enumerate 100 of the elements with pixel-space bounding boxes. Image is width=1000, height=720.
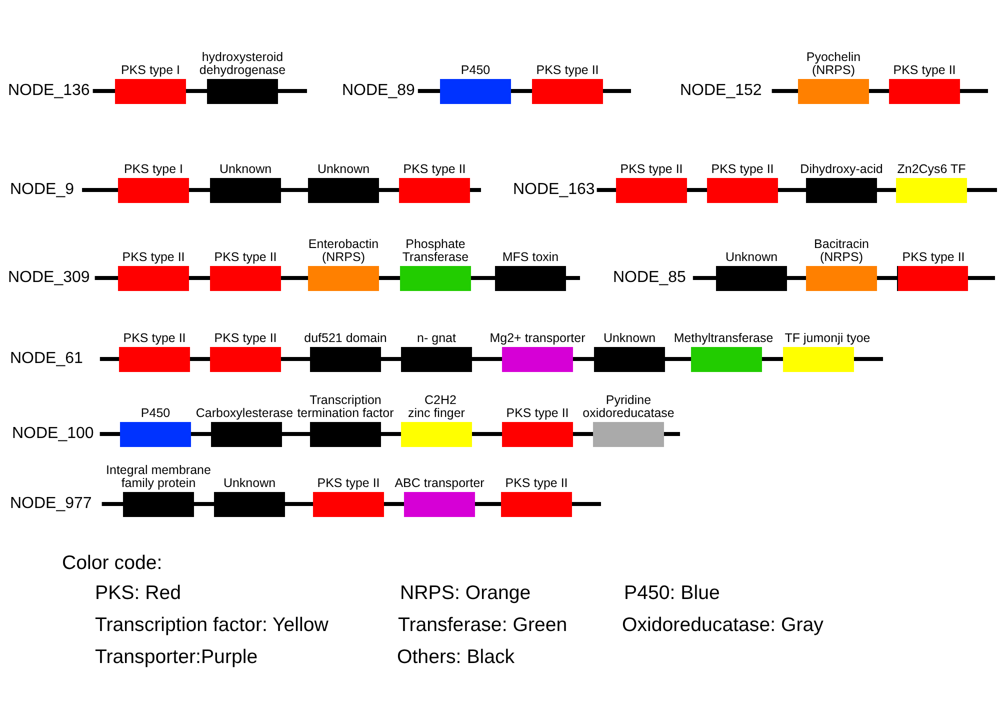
gene-label: Bacitracin (NRPS) — [813, 238, 870, 264]
contig-label: NODE_309 — [8, 269, 95, 287]
backbone-line — [186, 89, 207, 93]
legend-entry: PKS: Red — [95, 582, 182, 604]
gene-label: P450 — [460, 64, 490, 76]
gene-label: Carboxylesterase — [196, 406, 294, 420]
legend-entry: Transporter:Purple — [95, 646, 258, 668]
gene-label: PKS type II — [122, 250, 185, 264]
backbone-line — [877, 276, 897, 280]
gene-label: PKS type II — [317, 476, 380, 490]
gene-label: Unknown — [219, 162, 272, 176]
gene-label: hydroxysteroid dehydrogenase — [198, 50, 287, 76]
backbone-line — [869, 89, 889, 93]
gene-label: Transcription termination factor — [296, 394, 395, 420]
contig-label: NODE_100 — [12, 425, 100, 443]
backbone-line — [381, 357, 401, 361]
backbone-line — [665, 357, 691, 361]
backbone-line — [100, 357, 119, 361]
backbone-line — [967, 188, 997, 192]
backbone-line — [281, 357, 310, 361]
gene-label: Zn2Cys6 TF — [897, 162, 966, 176]
backbone-line — [762, 357, 783, 361]
gene-label: PKS type II — [506, 406, 569, 420]
gene-label: Mg2+ transporter — [490, 332, 586, 344]
gene-label: C2H2 zinc finger — [407, 394, 466, 420]
gene-label: PKS type II — [123, 332, 186, 344]
contig-label: NODE_85 — [613, 269, 693, 287]
backbone-line — [960, 89, 988, 93]
gene-label: Unknown — [603, 332, 656, 344]
gene-label: P450 — [140, 406, 170, 420]
gene-label: Pyridine oxidoreducatase — [582, 394, 676, 420]
gene-label: PKS type II — [214, 250, 277, 264]
backbone-line — [472, 432, 502, 436]
backbone-line — [379, 276, 400, 280]
gene-label: PKS type II — [403, 162, 466, 176]
legend-entry: Others: Black — [397, 646, 515, 668]
backbone-line — [566, 276, 580, 280]
backbone-line — [470, 188, 481, 192]
contig-label: NODE_136 — [8, 82, 93, 100]
gene-label: PKS type II — [902, 250, 965, 264]
backbone-line — [854, 357, 883, 361]
gene-label: ABC transporter — [394, 476, 484, 490]
backbone-line — [189, 188, 210, 192]
legend-entry: Transferase: Green — [398, 614, 568, 636]
backbone-line — [190, 357, 210, 361]
legend-entry: Transcription factor: Yellow — [95, 614, 328, 636]
gene-label: Enterobactin (NRPS) — [307, 238, 380, 264]
backbone-line — [692, 276, 716, 280]
backbone-line — [877, 188, 896, 192]
contig-label: NODE_977 — [10, 495, 102, 513]
backbone-line — [282, 432, 310, 436]
gene-label: Methyltransferase — [674, 332, 774, 344]
contig-label: NODE_61 — [10, 350, 100, 368]
contig-label: NODE_9 — [10, 181, 82, 199]
backbone-line — [191, 432, 211, 436]
contig-label: NODE_163 — [513, 181, 597, 199]
gene-label: Integral membrane family protein — [105, 464, 212, 490]
backbone-line — [194, 502, 214, 506]
backbone-line — [102, 502, 123, 506]
backbone-line — [664, 432, 680, 436]
backbone-line — [94, 276, 118, 280]
gene-label: Unknown — [223, 476, 276, 490]
gene-label: Pyochelin (NRPS) — [805, 50, 862, 76]
backbone-line — [281, 276, 308, 280]
gene-label: PKS type II — [620, 162, 683, 176]
gene-label: TF jumonji tyoe — [784, 332, 870, 344]
legend-entry: Oxidoreducatase: Gray — [622, 614, 824, 636]
backbone-line — [772, 89, 798, 93]
legend-heading: Color code: — [62, 552, 162, 574]
backbone-line — [472, 357, 502, 361]
backbone-line — [189, 276, 210, 280]
backbone-line — [511, 89, 532, 93]
contig-label: NODE_152 — [680, 82, 772, 100]
backbone-line — [573, 357, 594, 361]
backbone-line — [82, 188, 118, 192]
legend-entry: NRPS: Orange — [400, 582, 531, 604]
backbone-line — [475, 502, 501, 506]
backbone-line — [596, 188, 616, 192]
gene-label: PKS type II — [711, 162, 774, 176]
backbone-line — [418, 89, 440, 93]
backbone-line — [379, 188, 399, 192]
backbone-line — [687, 188, 707, 192]
gene-label: Dihydroxy-acid — [800, 162, 883, 176]
backbone-line — [285, 502, 313, 506]
gene-label: n- gnat — [417, 332, 456, 344]
backbone-line — [603, 89, 631, 93]
backbone-line — [281, 188, 308, 192]
gene-label: Phosphate Transferase — [401, 238, 470, 264]
backbone-line — [778, 188, 806, 192]
gene-label: Unknown — [317, 162, 370, 176]
backbone-line — [471, 276, 495, 280]
gene-label: PKS type II — [893, 64, 956, 76]
backbone-line — [572, 502, 601, 506]
gene-label: PKS type II — [505, 476, 568, 490]
backbone-line — [92, 89, 115, 93]
backbone-line — [384, 502, 404, 506]
gene-label: MFS toxin — [502, 250, 559, 264]
gene-label: PKS type II — [536, 64, 599, 76]
backbone-line — [573, 432, 593, 436]
gene-label: PKS type II — [214, 332, 277, 344]
